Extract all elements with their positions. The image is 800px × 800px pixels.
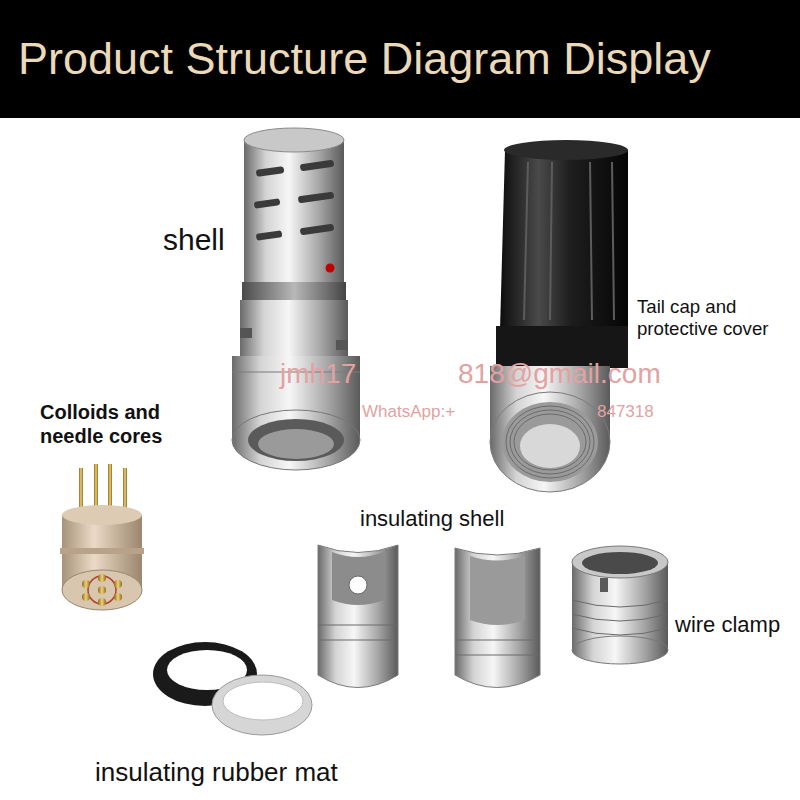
part-label: insulating rubber mat [95, 757, 338, 788]
tail-cap-part [490, 140, 628, 492]
pin-insert-part [60, 464, 144, 610]
rubber-mat-part [153, 642, 312, 735]
part-label: wire clamp [675, 612, 780, 638]
shell-part [232, 128, 360, 470]
part-label: Tail cap and protective cover [637, 296, 797, 341]
watermark-text: jmh17 [280, 357, 356, 391]
part-label: insulating shell [360, 506, 504, 532]
part-label: Colloids and needle cores [40, 400, 190, 448]
title-text: Product Structure Diagram Display [18, 32, 711, 86]
watermark-text: WhatsApp:+ [362, 402, 455, 422]
watermark-text: 818@gmail.com [458, 357, 661, 391]
header-band [0, 0, 800, 118]
watermark-text: 847318 [597, 402, 654, 422]
wire-clamp-part [572, 546, 668, 664]
part-label: shell [163, 222, 225, 258]
insulating-shell-part [318, 545, 540, 688]
